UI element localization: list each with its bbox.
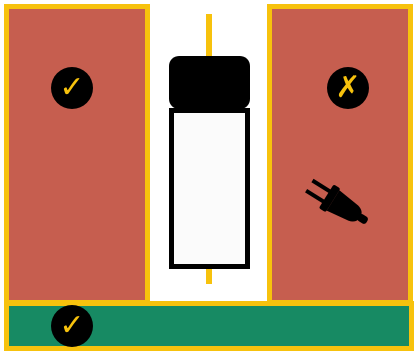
fuse-cap[interactable] — [169, 56, 250, 109]
fuse-body[interactable] — [169, 108, 250, 269]
check-icon: ✓ — [59, 311, 84, 341]
check-badge-left: ✓ — [51, 67, 93, 109]
check-badge-bottom: ✓ — [51, 305, 93, 347]
left-panel[interactable] — [4, 4, 150, 305]
check-icon: ✓ — [59, 73, 84, 103]
right-panel[interactable] — [267, 4, 413, 305]
cross-icon: ✗ — [335, 73, 360, 103]
plug-icon[interactable] — [296, 172, 376, 242]
cross-badge-right: ✗ — [327, 67, 369, 109]
